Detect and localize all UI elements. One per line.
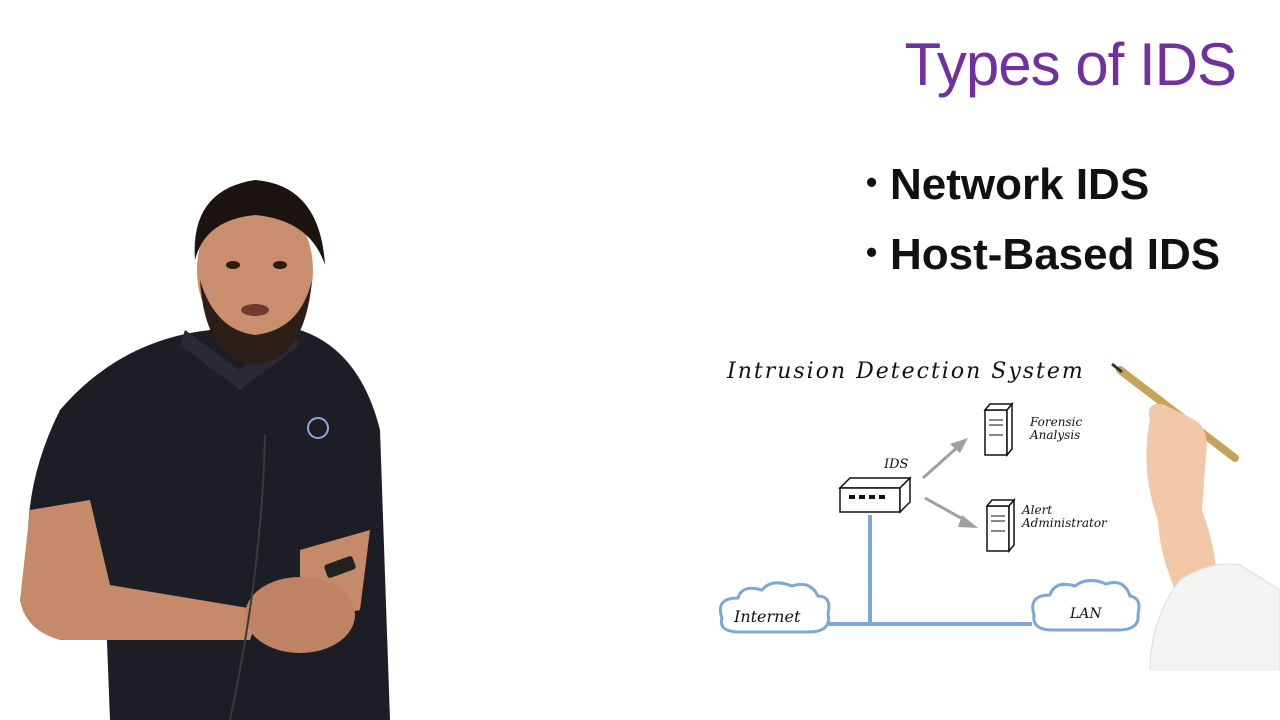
hand-pen-illustration [1111,362,1280,670]
internet-label: Internet [733,607,801,626]
diagram-title: Intrusion Detection System [726,359,1085,384]
bullet-label: Network IDS [890,160,1150,209]
forensic-label-line2: Analysis [1029,428,1080,442]
ids-device-icon [838,476,912,514]
bullet-dot-icon: • [866,164,878,200]
alert-label-line2: Administrator [1021,516,1108,530]
bullet-list: • Network IDS • Host-Based IDS [866,152,1220,292]
arrow-to-alert-icon [924,496,978,528]
alert-server-icon [985,497,1016,554]
alert-label-line1: Alert [1021,503,1052,517]
lan-cloud-icon [1031,579,1141,632]
slide-title: Types of IDS [904,31,1237,98]
bullet-item-host-based-ids: • Host-Based IDS [866,222,1220,292]
lan-label: LAN [1069,606,1102,622]
bullet-label: Host-Based IDS [890,230,1221,279]
presenter-figure [20,180,390,720]
bullet-item-network-ids: • Network IDS [866,152,1220,222]
internet-cloud-icon [718,581,831,634]
ids-label: IDS [883,457,909,472]
forensic-label-line1: Forensic [1029,415,1082,429]
ids-diagram: Intrusion Detection System IDS [710,340,1150,655]
ids-diagram-graphic: Intrusion Detection System IDS [718,359,1141,634]
forensic-server-icon [983,401,1014,458]
arrow-to-forensic-icon [922,438,968,480]
bullet-dot-icon: • [866,234,878,270]
logo-icon [307,417,329,439]
